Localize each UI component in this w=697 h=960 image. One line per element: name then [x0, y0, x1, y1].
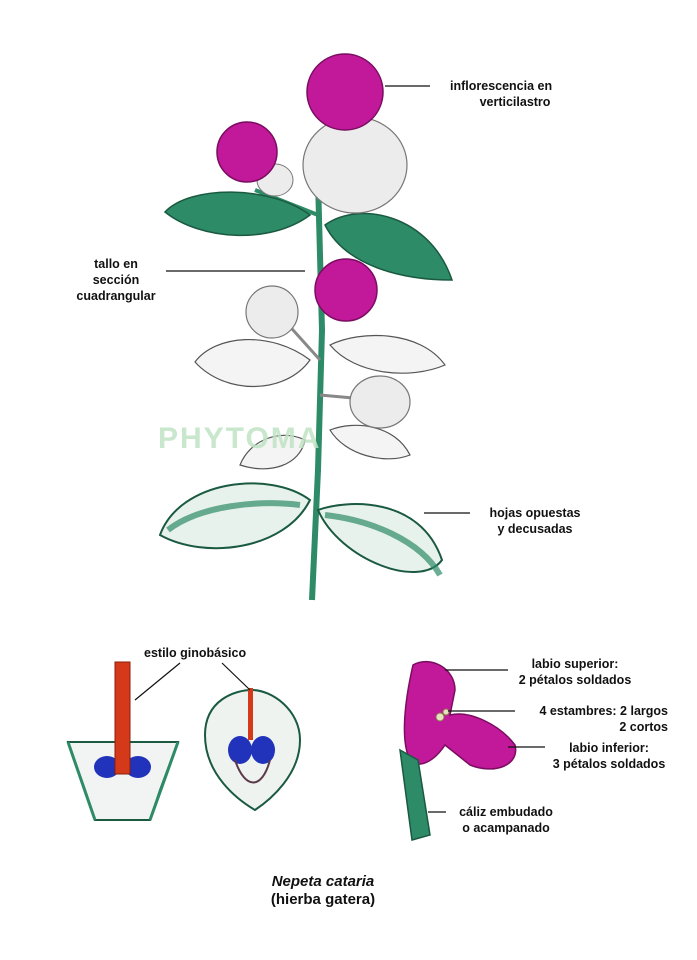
flower-calyx: [399, 748, 431, 841]
species-common-name: (hierba gatera): [270, 891, 376, 908]
main-stem: [309, 179, 326, 601]
inflorescence-magenta-left: [216, 121, 278, 183]
leaf-upper-left: [163, 191, 312, 237]
label-stem: tallo en sección cuadrangular: [76, 257, 156, 303]
label-calyx: cáliz embudado o acampanado: [459, 805, 553, 835]
inflorescence-white-top: [302, 116, 408, 214]
label-upper-lip: labio superior: 2 pétalos soldados: [518, 657, 632, 687]
leaf-mid-right: [329, 334, 446, 374]
label-inflorescence: inflorescencia en verticilastro: [450, 79, 553, 109]
inflorescence-magenta-mid: [314, 258, 378, 322]
gynobasic-style-right: [248, 688, 253, 740]
leaf-mid-left: [194, 339, 311, 388]
label-style: estilo ginobásico: [144, 646, 247, 660]
inflorescence-magenta-top: [306, 53, 384, 131]
flower-profile: [403, 660, 517, 770]
label-leaves: hojas opuestas y decusadas: [489, 506, 581, 536]
species-name: Nepeta cataria: [271, 873, 375, 890]
gynobasic-style-left: [114, 661, 131, 775]
label-stamens: 4 estambres: 2 largos 2 cortos: [539, 704, 668, 734]
watermark: PHYTOMA: [158, 422, 322, 455]
species-title: Nepeta cataria (hierba gatera): [208, 873, 438, 909]
label-lower-lip: labio inferior: 3 pétalos soldados: [552, 741, 666, 771]
leaf-upper-right: [324, 212, 454, 281]
leaf-lower-left: [158, 482, 312, 550]
